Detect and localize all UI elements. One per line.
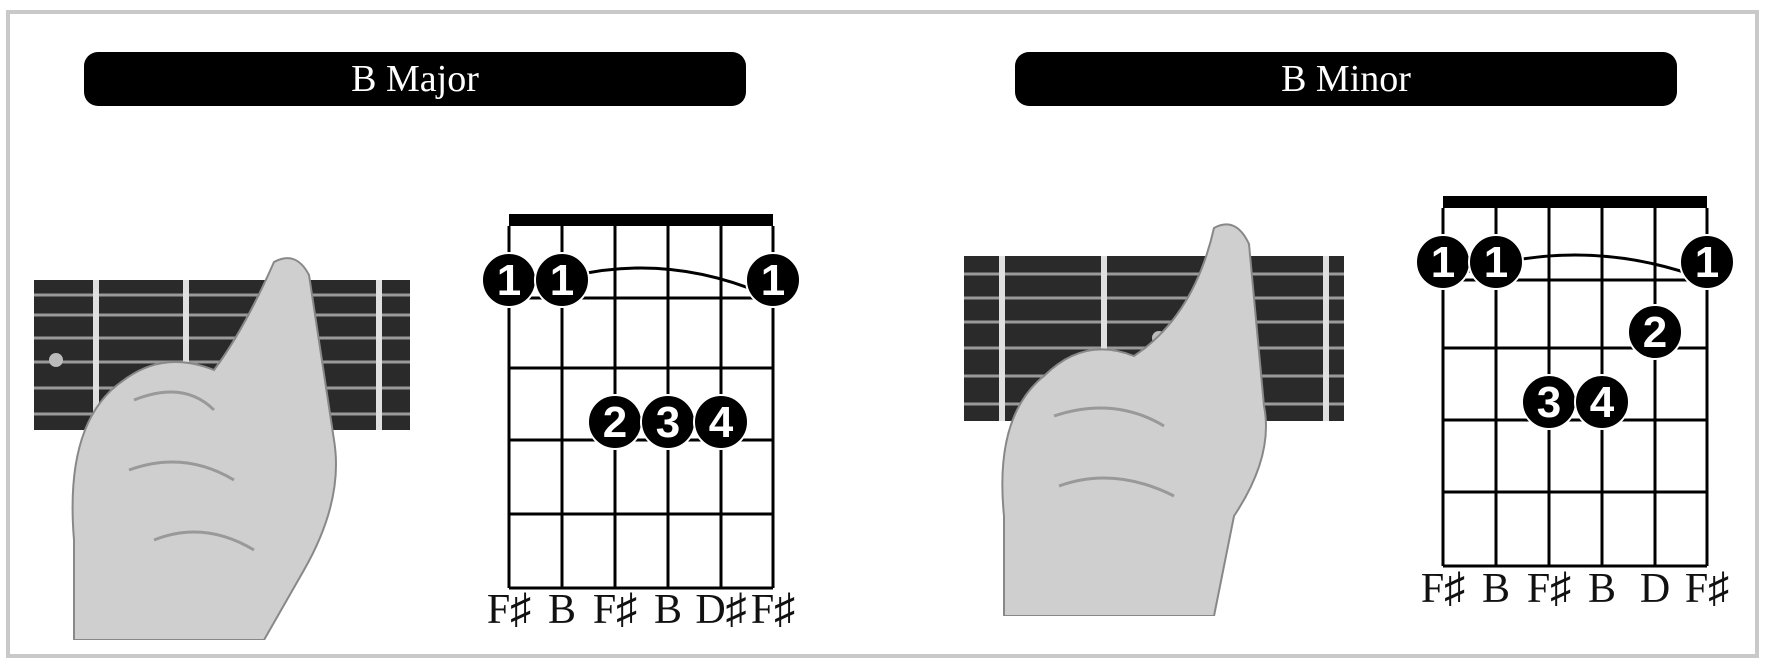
string-note-label: B	[548, 587, 576, 633]
finger-dot: 2	[1628, 305, 1682, 359]
finger-dot: 1	[1416, 235, 1470, 289]
finger-dot: 1	[535, 253, 589, 307]
hand-barre-b-major-photo	[34, 240, 410, 640]
finger-number: 3	[1537, 378, 1561, 427]
chord-title-label: B Major	[351, 57, 479, 101]
finger-dot: 1	[482, 253, 536, 307]
finger-dot: 4	[694, 395, 748, 449]
finger-dot: 3	[1522, 375, 1576, 429]
finger-number: 2	[1643, 308, 1667, 357]
finger-number: 1	[1484, 238, 1508, 287]
string-note-label: D♯	[695, 587, 746, 633]
finger-dot: 1	[746, 253, 800, 307]
nut	[1443, 196, 1707, 208]
finger-number: 3	[656, 398, 680, 447]
finger-dot: 3	[641, 395, 695, 449]
finger-dot: 1	[1469, 235, 1523, 289]
finger-dot: 2	[588, 395, 642, 449]
finger-number: 4	[1590, 378, 1615, 427]
finger-number: 4	[709, 398, 734, 447]
string-note-label: D	[1640, 566, 1670, 612]
chord-title-label: B Minor	[1281, 57, 1411, 101]
hand-barre-b-minor-photo	[964, 216, 1344, 616]
finger-number: 1	[497, 256, 521, 305]
chord-title-b-major: B Major	[84, 52, 746, 106]
finger-number: 1	[550, 256, 574, 305]
finger-number: 1	[761, 256, 785, 305]
string-note-label: F♯	[487, 587, 531, 633]
string-note-label: F♯	[593, 587, 637, 633]
string-note-label: B	[1588, 566, 1616, 612]
finger-dot: 4	[1575, 375, 1629, 429]
string-note-label: B	[654, 587, 682, 633]
string-note-label: F♯	[751, 587, 795, 633]
chord-title-b-minor: B Minor	[1015, 52, 1677, 106]
string-note-label: F♯	[1685, 566, 1729, 612]
nut	[509, 214, 773, 226]
string-note-label: F♯	[1421, 566, 1465, 612]
finger-dot: 1	[1680, 235, 1734, 289]
finger-number: 1	[1431, 238, 1455, 287]
finger-number: 1	[1695, 238, 1719, 287]
finger-number: 2	[603, 398, 627, 447]
string-note-label: F♯	[1527, 566, 1571, 612]
string-note-label: B	[1482, 566, 1510, 612]
